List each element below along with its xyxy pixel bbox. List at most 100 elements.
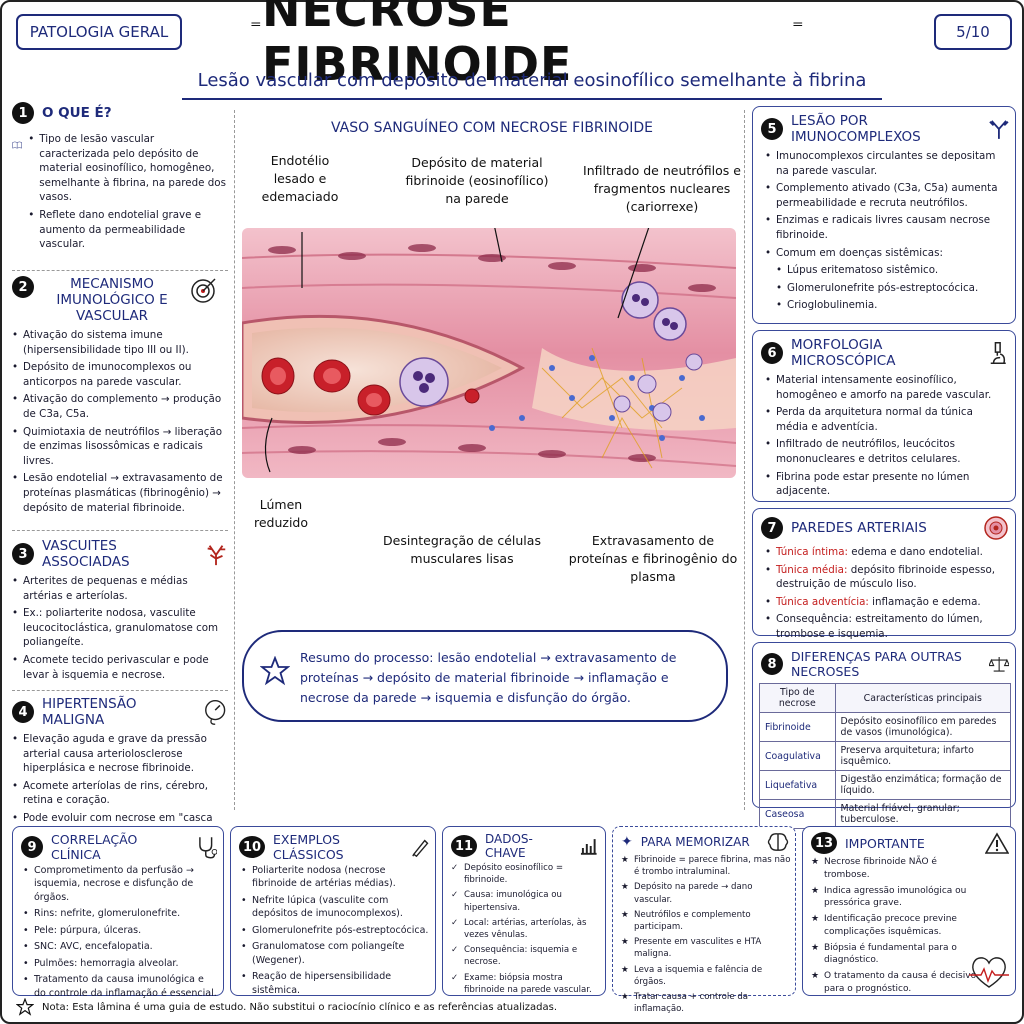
section-number: 5 (761, 118, 783, 140)
bar-chart-icon (581, 839, 598, 855)
section-number: 10 (239, 836, 265, 858)
antibody-icon (989, 120, 1009, 139)
table-cell: Preserva arquitetura; infarto isquêmico. (834, 741, 1012, 771)
list-item: Ex.: poliarterite nodosa, vasculite leuc… (12, 606, 228, 650)
list-item: Presente em vasculites e HTA maligna. (621, 936, 791, 960)
vessel-tree-icon (207, 545, 226, 566)
list-item: Indica agressão imunológica ou pressóric… (811, 885, 979, 911)
lightbulb-icon: ✦ (621, 834, 633, 850)
wall-layer-desc: depósito fibrinoide espesso, destruição … (776, 563, 996, 591)
list-item: Depósito de imunocomplexos ou anticorpos… (12, 360, 228, 389)
list-item: Poliarterite nodosa (necrose fibrinoide … (241, 864, 429, 891)
wall-layer-name: Túnica íntima: (776, 546, 848, 558)
section-title: VASCUITES ASSOCIADAS (42, 538, 130, 570)
section-key-data: 11 DADOS-CHAVE Depósito eosinofílico = fi… (442, 826, 606, 996)
list-subitem: Crioglobulinemia. (765, 298, 1007, 313)
section-title: DADOS-CHAVE (485, 832, 533, 860)
section-title: CORRELAÇÃO CLÍNICA (51, 832, 138, 862)
list-item: Causa: imunológica ou hipertensiva. (451, 889, 601, 913)
illustration-title: VASO SANGUÍNEO COM NECROSE FIBRINOIDE (330, 120, 654, 136)
wall-layer-name: Túnica média: (776, 563, 848, 576)
section-title: IMPORTANTE (845, 835, 925, 851)
artery-cross-section-icon (984, 516, 1008, 540)
target-icon (191, 278, 216, 303)
section-number: 9 (21, 836, 43, 858)
label-extravasation: Extravasamento de proteínas e fibrinogên… (568, 533, 738, 585)
list-item: SNC: AVC, encefalopatia. (23, 940, 217, 954)
list-item: Túnica média: depósito fibrinoide espess… (765, 563, 1007, 592)
list-item: Nefrite lúpica (vasculite com depósitos … (241, 894, 429, 921)
list-item: Enzimas e radicais livres causam necrose… (765, 213, 1007, 242)
label-lumen: Lúmen reduzido (253, 497, 309, 531)
left-divider (234, 110, 235, 810)
list-item: Comprometimento da perfusão → isquemia, … (23, 864, 217, 904)
list-item: Identificação precoce previne complicaçõ… (811, 913, 979, 939)
section-title: PAREDES ARTERIAIS (791, 520, 927, 536)
list-item: Leva a isquemia e falência de órgãos. (621, 964, 791, 988)
label-endothelium: Endotélio lesado e edemaciado (261, 153, 339, 205)
section-arterial-walls: 7 PAREDES ARTERIAIS Túnica íntima: edema … (752, 508, 1016, 640)
list-item: Complemento ativado (C3a, C5a) aumenta p… (765, 181, 1007, 210)
summary-box: Resumo do processo: lesão endotelial → e… (242, 630, 728, 722)
section-title: O QUE É? (42, 105, 112, 121)
section-what-is: 1O QUE É? Tipo de lesão vascular caracte… (12, 102, 226, 262)
list-item: Neutrófilos e complemento participam. (621, 909, 791, 933)
wall-layer-desc: edema e dano endotelial. (847, 546, 983, 558)
list-item: Rins: nefrite, glomerulonefrite. (23, 907, 217, 921)
vessel-illustration (242, 228, 736, 478)
list-item: Tratar causa + controle da inflamação. (621, 991, 791, 1015)
table-header: Tipo de necrose (759, 683, 836, 713)
book-icon (12, 141, 22, 149)
star-icon (16, 998, 34, 1016)
section-number: 7 (761, 517, 783, 539)
section-title: PARA MEMORIZAR (640, 835, 750, 849)
section-memorize: ✦PARA MEMORIZAR Fibrinoide = parece fibr… (612, 826, 796, 1014)
list-item: Elevação aguda e grave da pressão arteri… (12, 732, 228, 776)
pen-icon (411, 839, 429, 858)
list-item: O tratamento da causa é decisivo para o … (811, 970, 979, 996)
star-icon (260, 656, 290, 686)
title-rays-right-icon: ⁼ (792, 16, 804, 41)
section-examples: 10 EXEMPLOS CLÁSSICOS Poliarterite nodosa… (230, 826, 436, 996)
table-cell: Liquefativa (759, 770, 836, 800)
section-number: 11 (451, 835, 477, 857)
brain-icon (767, 833, 789, 851)
footer-note: Nota: Esta lâmina é uma guia de estudo. … (16, 998, 557, 1016)
table-header: Características principais (834, 683, 1012, 713)
list-item: Ativação do sistema imune (hipersensibil… (12, 328, 228, 357)
title-rays-left-icon: ⁼ (250, 16, 262, 41)
list-item: Reflete dano endotelial grave e aumento … (28, 208, 226, 252)
list-item: Depósito eosinofílico = fibrinoide. (451, 862, 601, 886)
heart-pulse-icon (969, 957, 1009, 988)
right-divider (744, 110, 745, 810)
list-subitem: Glomerulonefrite pós-estreptocócica. (765, 281, 1007, 296)
footer-text: Nota: Esta lâmina é uma guia de estudo. … (42, 1001, 558, 1013)
page-subtitle: Lesão vascular com depósito de material … (197, 70, 867, 91)
page-title: NECROSE FIBRINOIDE (262, 0, 573, 91)
microscope-icon (990, 341, 1006, 365)
list-item: Granulomatose com poliangeíte (Wegener). (241, 940, 429, 967)
section-title: EXEMPLOS CLÁSSICOS (273, 832, 344, 862)
wall-layer-name: Túnica adventícia: (776, 595, 869, 608)
list-item: Túnica íntima: edema e dano endotelial. (765, 545, 1007, 560)
separator (12, 690, 228, 691)
list-item: Local: artérias, arteríolas, às vezes vê… (451, 917, 601, 941)
separator (12, 270, 228, 271)
section-number: 6 (761, 342, 783, 364)
table-cell: Coagulativa (759, 741, 836, 771)
section-number: 3 (12, 543, 34, 565)
section-title: MORFOLOGIA MICROSCÓPICA (791, 337, 896, 369)
